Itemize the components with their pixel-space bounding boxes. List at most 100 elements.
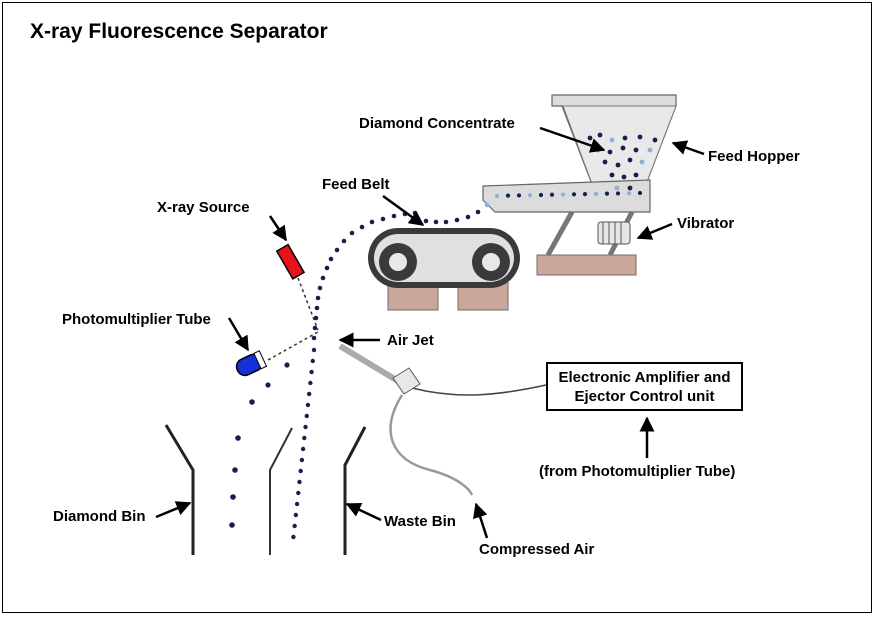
particle-dot [621,174,627,180]
particle-dot [615,191,621,196]
label-photomultiplier-tube: Photomultiplier Tube [62,311,211,328]
particle-dot [341,238,347,244]
control-unit-line1: Electronic Amplifier and [558,368,731,386]
particle-dot [609,137,615,143]
particle-dot [587,135,593,141]
particle-dot [229,522,235,528]
particle-dot [305,402,311,408]
particle-dot [560,192,566,197]
particle-dot [412,210,418,216]
particle-dot [313,315,319,321]
particle-dot [306,391,312,397]
particle-dot [312,325,318,331]
particle-dot [292,523,297,529]
particle-dot [633,172,639,178]
particle-dot [538,192,544,198]
label-xray-source: X-ray Source [157,199,250,216]
particle-dot [324,265,330,271]
particle-dot [294,501,300,507]
particle-dot [315,295,321,301]
waste-bin-wall [343,426,367,555]
particle-dot [380,216,386,222]
particle-dot [627,157,633,163]
particle-dot [314,305,320,311]
particle-dot [302,435,307,441]
air-valve [392,367,421,395]
label-arrows [155,126,705,539]
particle-dot [484,202,490,208]
particle-dot [320,275,326,281]
particle-dot [293,512,299,518]
particle-dot [609,172,615,178]
feed-tray [482,179,651,213]
xray-source-device [275,243,306,280]
vibrator-spring [597,221,631,245]
particle-dot [230,494,236,500]
label-air-jet: Air Jet [387,332,434,349]
particle-dot [299,457,305,463]
particle-dot [652,137,658,143]
particle-dot [637,190,643,196]
particle-dot [303,424,308,430]
particle-dot [627,185,633,191]
photomultiplier-device [235,350,268,377]
particle-dot [494,193,500,198]
particle-dot [391,213,397,219]
control-unit-box: Electronic Amplifier and Ejector Control… [546,362,743,411]
particle-dot [310,358,315,364]
label-vibrator: Vibrator [677,215,735,232]
particle-dot [647,147,653,153]
particle-dot [607,149,613,155]
particle-dot [597,132,603,138]
particle-dot [235,435,241,441]
particle-dot [633,147,639,153]
feed-belt-conveyor [368,228,520,311]
control-signal-line [411,384,547,396]
particle-dot [300,446,306,452]
control-unit-line2: Ejector Control unit [574,387,715,405]
particle-stream [229,132,658,540]
particle-dot [311,347,317,353]
particle-dot [349,230,355,236]
particle-dot [433,219,439,225]
particle-dot [602,159,608,165]
particle-dot [297,479,302,485]
label-diamond-concentrate: Diamond Concentrate [359,115,515,132]
bin-splitter [269,427,293,555]
particle-dot [284,362,290,368]
particle-dot [505,193,511,198]
particle-dot [454,217,460,223]
particle-dot [516,193,522,198]
diamond-bin-wall [164,424,195,555]
particle-dot [639,159,645,165]
particle-dot [291,534,296,540]
particle-dot [465,214,471,220]
particle-dot [308,380,313,386]
particle-dot [527,193,533,198]
particle-dot [620,145,626,151]
label-waste-bin: Waste Bin [384,513,456,530]
particle-dot [637,134,643,140]
particle-dot [622,135,628,141]
vibrator-support-left [545,210,575,257]
particle-dot [298,468,303,474]
vibrator-base [536,254,637,276]
particle-dot [615,162,621,168]
diagram-title: X-ray Fluorescence Separator [30,20,328,43]
particle-dot [296,490,301,496]
label-from-pmt: (from Photomultiplier Tube) [539,463,736,480]
label-feed-hopper: Feed Hopper [708,148,800,165]
label-feed-belt: Feed Belt [322,176,390,193]
particle-dot [604,191,610,196]
particle-dot [443,219,449,225]
particle-dot [475,209,481,215]
air-jet-nozzle [338,343,400,384]
particle-dot [311,335,317,341]
particle-dot [232,467,238,473]
particle-dot [334,247,340,253]
label-compressed-air: Compressed Air [479,541,595,558]
particle-dot [549,192,555,197]
particle-dot [614,185,620,191]
